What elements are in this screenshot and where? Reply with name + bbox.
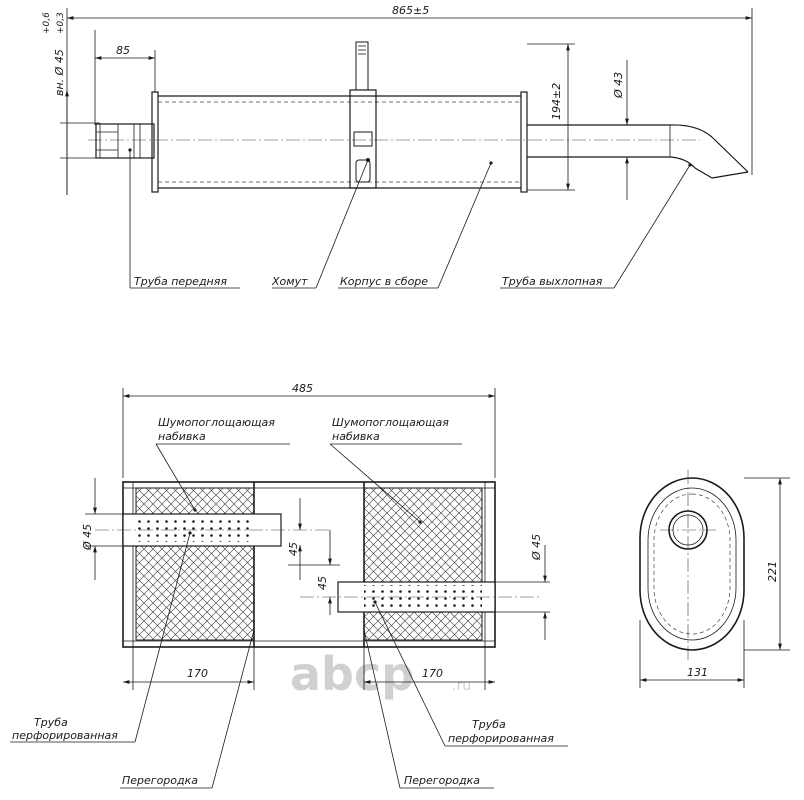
top-view: 865±5 85 вн. Ø 45 +0,6 +0,3 [42, 4, 753, 289]
label-body-assembly: Корпус в сборе [340, 275, 428, 288]
label-exhaust-pipe: Труба выхлопная [502, 275, 603, 288]
label-baffle-left: Перегородка [122, 774, 198, 787]
inlet-diameter-value: вн. Ø 45 [53, 49, 66, 96]
label-packing-right-2: набивка [332, 430, 380, 443]
packing-left [135, 487, 255, 641]
end-view: 221 131 [639, 470, 790, 688]
body-height-value: 194±2 [550, 83, 563, 120]
end-view-shell [639, 477, 745, 651]
label-baffle-right: Перегородка [404, 774, 480, 787]
label-front-pipe: Труба передняя [134, 275, 227, 288]
label-packing-left-2: набивка [158, 430, 206, 443]
inlet-tolerance-upper: +0,6 [42, 12, 52, 34]
label-perforated-pipe-left-1: Труба [34, 716, 68, 729]
label-packing-left-1: Шумопоглощающая [158, 416, 275, 429]
watermark: abcp .ru [290, 647, 471, 701]
clamp [349, 41, 377, 189]
outlet-diameter-value: Ø 43 [612, 72, 625, 99]
section-view: 485 Ø 45 Ø 45 [10, 382, 568, 789]
label-clamp: Хомут [271, 275, 308, 288]
inlet-tolerance-lower: +0,3 [56, 12, 66, 34]
body-assembly [151, 91, 528, 193]
label-perforated-pipe-right-1: Труба [472, 718, 506, 731]
overall-length-value: 865±5 [392, 4, 429, 17]
watermark-brand: abcp [290, 647, 414, 701]
packing-right [363, 487, 483, 583]
left-pipe-diameter-value: Ø 45 [81, 524, 94, 551]
left-chamber-value: 170 [187, 667, 208, 680]
label-perforated-pipe-left-2: перфорированная [12, 729, 118, 742]
exhaust-pipe [527, 124, 749, 179]
right-pipe-diameter-value: Ø 45 [530, 534, 543, 561]
body-length-value: 485 [292, 382, 313, 395]
offset-upper-value: 45 [287, 542, 300, 556]
end-width-value: 131 [687, 666, 708, 679]
front-pipe [95, 123, 155, 159]
packing-right-lower [363, 611, 483, 641]
end-height-value: 221 [766, 561, 779, 582]
offset-lower-value: 45 [316, 576, 329, 590]
label-perforated-pipe-right-2: перфорированная [448, 732, 554, 745]
right-chamber-value: 170 [422, 667, 443, 680]
label-packing-right-1: Шумопоглощающая [332, 416, 449, 429]
inlet-offset-value: 85 [116, 44, 130, 57]
watermark-suffix: .ru [452, 678, 471, 694]
